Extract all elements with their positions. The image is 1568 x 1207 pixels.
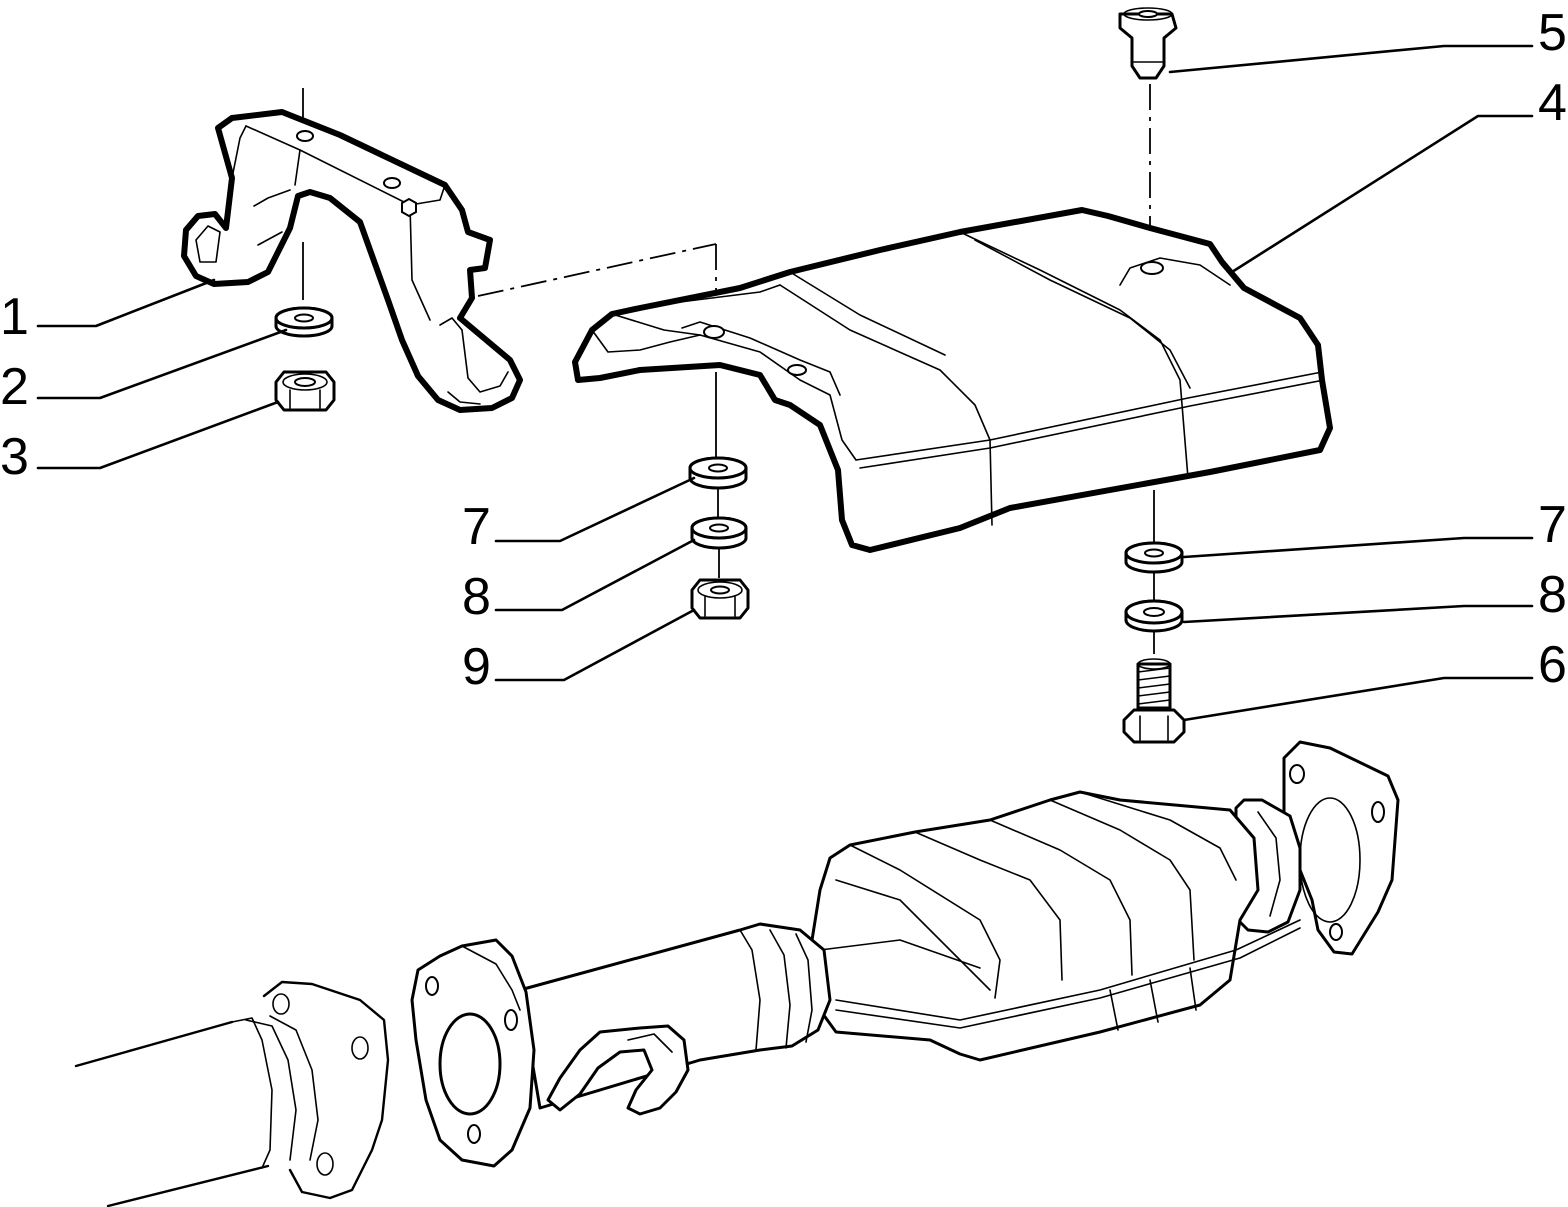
callout-9: 9 (462, 638, 491, 696)
heat-shield (572, 207, 1333, 553)
callout-1: 1 (0, 288, 29, 346)
callout-8-left: 8 (462, 568, 491, 626)
washer-8-right (1124, 599, 1184, 633)
catalytic-converter (410, 740, 1400, 1168)
upstream-pipe (74, 980, 390, 1207)
washer-2 (274, 306, 334, 338)
callout-2: 2 (0, 358, 29, 416)
push-fastener-5 (1118, 7, 1178, 80)
callout-8-right: 8 (1538, 566, 1567, 624)
bolt-6 (1122, 658, 1186, 744)
mounting-bracket (181, 88, 523, 413)
leader-lines (36, 44, 1534, 722)
callout-6: 6 (1538, 636, 1567, 694)
callout-4: 4 (1538, 74, 1567, 132)
callout-5: 5 (1538, 4, 1567, 62)
nut-3 (274, 370, 336, 412)
washer-8-left (690, 516, 748, 550)
nut-9 (690, 578, 750, 620)
washer-7-right (1124, 541, 1184, 574)
callout-7-right: 7 (1538, 496, 1567, 554)
washer-7-left (688, 456, 748, 490)
callout-3: 3 (0, 428, 29, 486)
callout-7-left: 7 (462, 498, 491, 556)
